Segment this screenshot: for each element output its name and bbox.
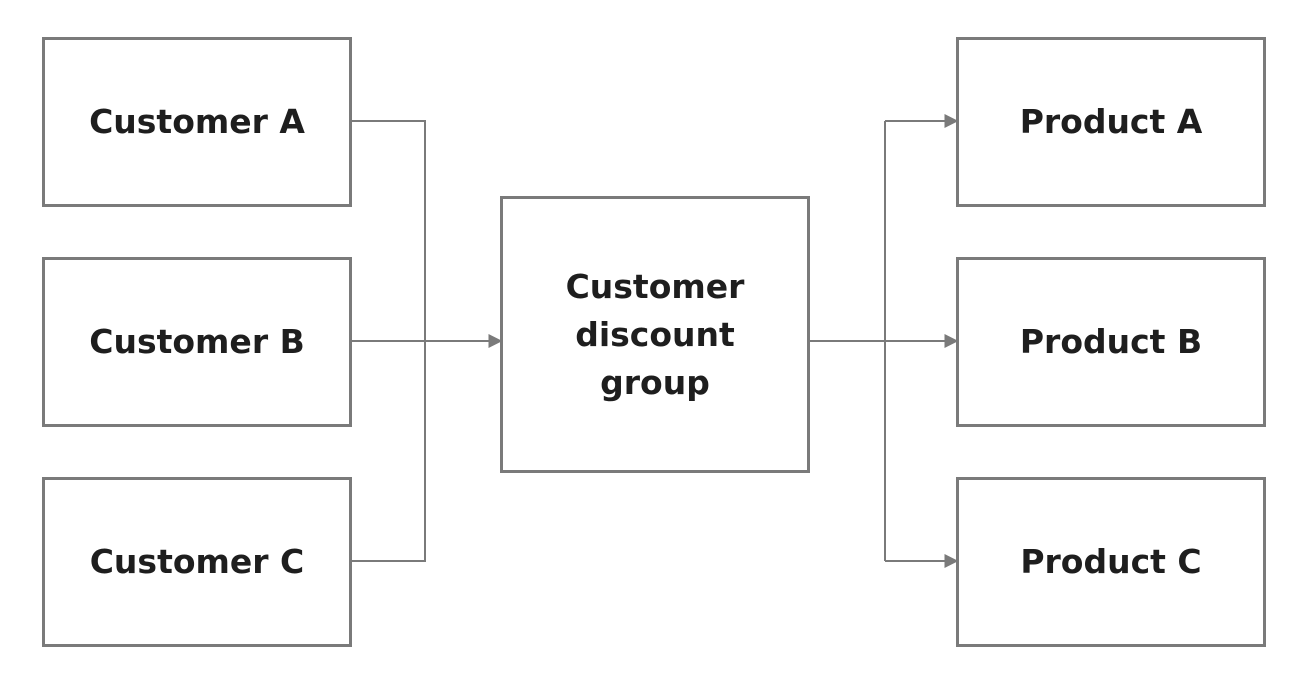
customer-c-label: Customer C xyxy=(89,542,305,581)
connector-customer-c xyxy=(352,341,426,562)
customer-discount-group-box: Customer discount group xyxy=(500,196,810,473)
product-a-box: Product A xyxy=(956,37,1266,207)
customer-b-label: Customer B xyxy=(89,322,305,361)
product-c-box: Product C xyxy=(956,477,1266,647)
customer-b-box: Customer B xyxy=(42,257,352,427)
connector-customer-a xyxy=(352,120,426,341)
customer-discount-group-label: Customer discount group xyxy=(565,266,745,402)
product-b-label: Product B xyxy=(1019,322,1203,361)
customer-a-label: Customer A xyxy=(89,102,305,141)
product-c-label: Product C xyxy=(1020,542,1202,581)
product-a-label: Product A xyxy=(1019,102,1203,141)
customer-c-box: Customer C xyxy=(42,477,352,647)
product-b-box: Product B xyxy=(956,257,1266,427)
customer-a-box: Customer A xyxy=(42,37,352,207)
